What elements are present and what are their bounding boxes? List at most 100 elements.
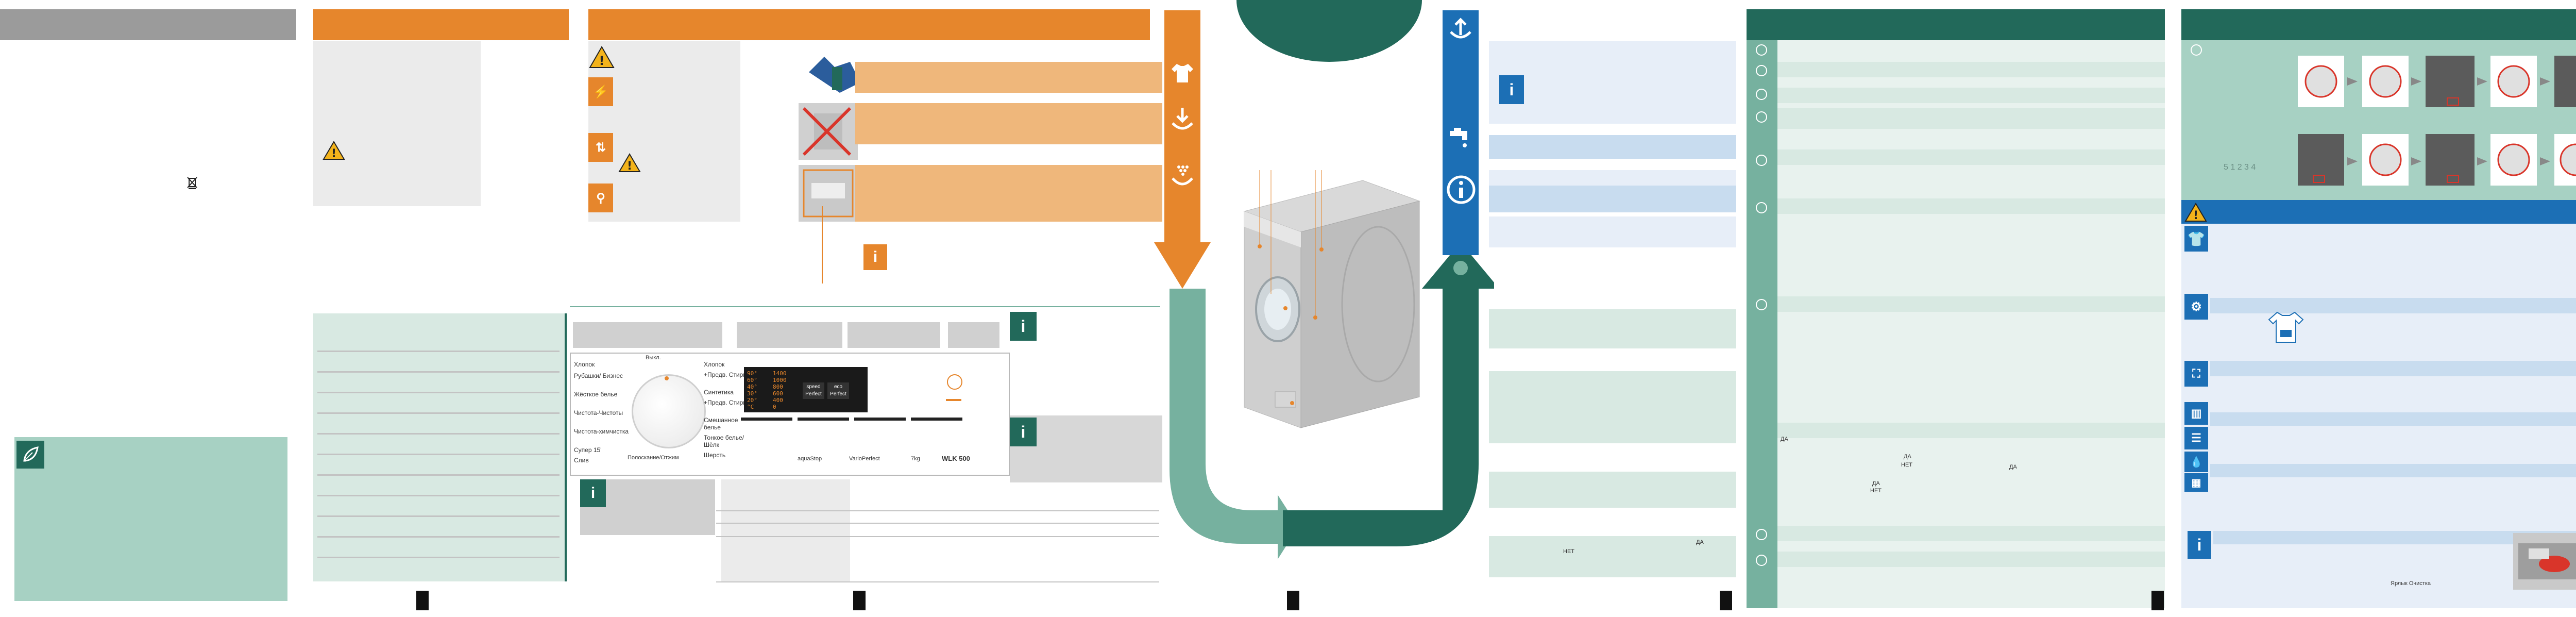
- display: 90° 60° 40° 30° 20° °C 1400 1000 800 600…: [744, 367, 868, 412]
- load-arrow-icon: [1168, 106, 1196, 134]
- fabric-icon: ☰: [2184, 427, 2208, 449]
- speed-perfect-button[interactable]: speed Perfect: [803, 382, 824, 399]
- panel-g-blue-bar: [2181, 200, 2576, 224]
- start-pause-button[interactable]: [947, 374, 962, 390]
- step-circle: [1756, 111, 1767, 123]
- eco-perfect-label: eco Perfect: [830, 384, 846, 397]
- table-row-rule: [317, 515, 560, 517]
- step-circle: [1756, 65, 1767, 76]
- note-table: [721, 479, 850, 582]
- panel-f-sidebar: [1747, 40, 1777, 608]
- display-spin: 1400: [773, 370, 787, 377]
- program-label: Шерсть: [704, 452, 726, 459]
- warning-triangle-icon: !: [618, 153, 641, 173]
- display-spin-column: 1400 1000 800 600 400 0: [773, 370, 793, 410]
- dial-bottom-label: Полоскание/Отжим: [628, 455, 679, 461]
- panel-b-table: [313, 313, 567, 581]
- panel-g-row: [2210, 298, 2576, 313]
- textile-icon: ▥: [2184, 402, 2208, 425]
- table-row-rule: [716, 523, 1159, 524]
- program-label: Жёсткое белье: [574, 391, 618, 398]
- warning-triangle-icon: !: [323, 140, 345, 161]
- weee-bin-icon: [184, 174, 200, 190]
- info-icon: i: [580, 479, 606, 507]
- drops-icon: 💧: [2184, 452, 2208, 472]
- program-dial[interactable]: [632, 374, 706, 448]
- panel-f-row-6: [1777, 296, 2165, 312]
- program-label: Хлопок: [574, 361, 595, 368]
- step-circle: [1756, 155, 1767, 166]
- fold-mark: [853, 591, 866, 610]
- panel-e-bar-4: [1489, 216, 1736, 247]
- panel-f-row-9: [1777, 552, 2165, 567]
- program-label: Рубашки/ Бизнес: [574, 372, 623, 379]
- table-row-rule: [317, 557, 560, 558]
- step-bar-2: [855, 103, 1162, 144]
- panel-e-green-1: [1489, 309, 1736, 348]
- step-circle: [1756, 529, 1767, 540]
- display-spin: 0: [773, 404, 776, 410]
- panel-g-row: [2210, 464, 2576, 477]
- info-icon: i: [1499, 75, 1524, 104]
- panel-c-header: [588, 9, 1150, 40]
- panel-b-textblock: [313, 41, 481, 206]
- table-row-rule: [317, 454, 560, 455]
- table-row-rule: [716, 536, 1159, 537]
- panel-c-left-box: [588, 41, 740, 222]
- capacity-label: 7kg: [911, 456, 920, 462]
- flow-arrows: [1154, 0, 1499, 614]
- transport-bolts-icon: ⇅: [588, 133, 613, 162]
- pattern-icon: ▦: [2184, 473, 2208, 492]
- fold-mark: [1720, 591, 1732, 610]
- display-temp: 20°: [747, 397, 757, 404]
- panel-f-row-8: [1777, 526, 2165, 541]
- button-strip-3[interactable]: [854, 418, 906, 421]
- eco-perfect-button[interactable]: eco Perfect: [827, 382, 849, 399]
- wash-temp-icon: ⛶: [2184, 361, 2208, 387]
- program-label: Супер 15': [574, 446, 602, 454]
- fold-mark: [1287, 591, 1299, 610]
- speed-perfect-label: speed Perfect: [805, 384, 822, 397]
- table-row-rule: [317, 495, 560, 496]
- display-spin: 1000: [773, 377, 787, 383]
- answer-yes: ДА: [1781, 436, 1788, 442]
- svg-text:!: !: [599, 54, 605, 68]
- button-strip-4[interactable]: [911, 418, 962, 421]
- svg-text:!: !: [331, 147, 336, 160]
- panel-e-box-1: [1489, 41, 1736, 124]
- button-strip-2[interactable]: [798, 418, 849, 421]
- program-label: Смешанное белье: [704, 416, 738, 431]
- display-temp-column: 90° 60° 40° 30° 20° °C: [747, 370, 762, 410]
- program-list-right: Хлопок +Предв. Стирка Синтетика +Предв. …: [704, 361, 760, 462]
- table-row-rule: [317, 474, 560, 476]
- display-temp: 60°: [747, 377, 757, 383]
- table-row-rule: [317, 371, 560, 373]
- callout-lines: [822, 206, 826, 284]
- panel-b-table-right-rule: [565, 313, 567, 581]
- panel-e-bar-1: [1489, 135, 1736, 159]
- panel-e-green-3: [1489, 472, 1736, 508]
- button-strip-1[interactable]: [741, 418, 792, 421]
- info-icon: i: [1010, 312, 1037, 341]
- display-spin: 600: [773, 390, 783, 397]
- step-circle: [1756, 44, 1767, 56]
- panel-e-bar-3: [1489, 186, 1736, 212]
- info-icon: i: [1010, 418, 1037, 446]
- varioperfect-label: VarioPerfect: [849, 456, 880, 462]
- info-icon: i: [2188, 531, 2211, 559]
- step-bar-3: [855, 165, 1162, 222]
- program-label: Синтетика: [704, 389, 734, 396]
- step-circle: [2191, 44, 2202, 56]
- dial-indicator: [665, 376, 669, 380]
- panel-f-body: [1777, 40, 2165, 608]
- shirt-icon: [1170, 60, 1195, 86]
- step-bar-1: [855, 62, 1162, 93]
- answer-no: НЕТ: [1901, 462, 1912, 468]
- dial-sequence: [2298, 52, 2576, 196]
- spin-scale: 5 1 2 3 4: [2224, 163, 2256, 172]
- fold-mark: [416, 591, 429, 610]
- tap-water-icon: [1447, 124, 1475, 152]
- control-panel: Хлопок Рубашки/ Бизнес Жёсткое белье Чис…: [570, 353, 1010, 476]
- svg-text:!: !: [627, 160, 632, 173]
- table-row-rule: [317, 536, 560, 538]
